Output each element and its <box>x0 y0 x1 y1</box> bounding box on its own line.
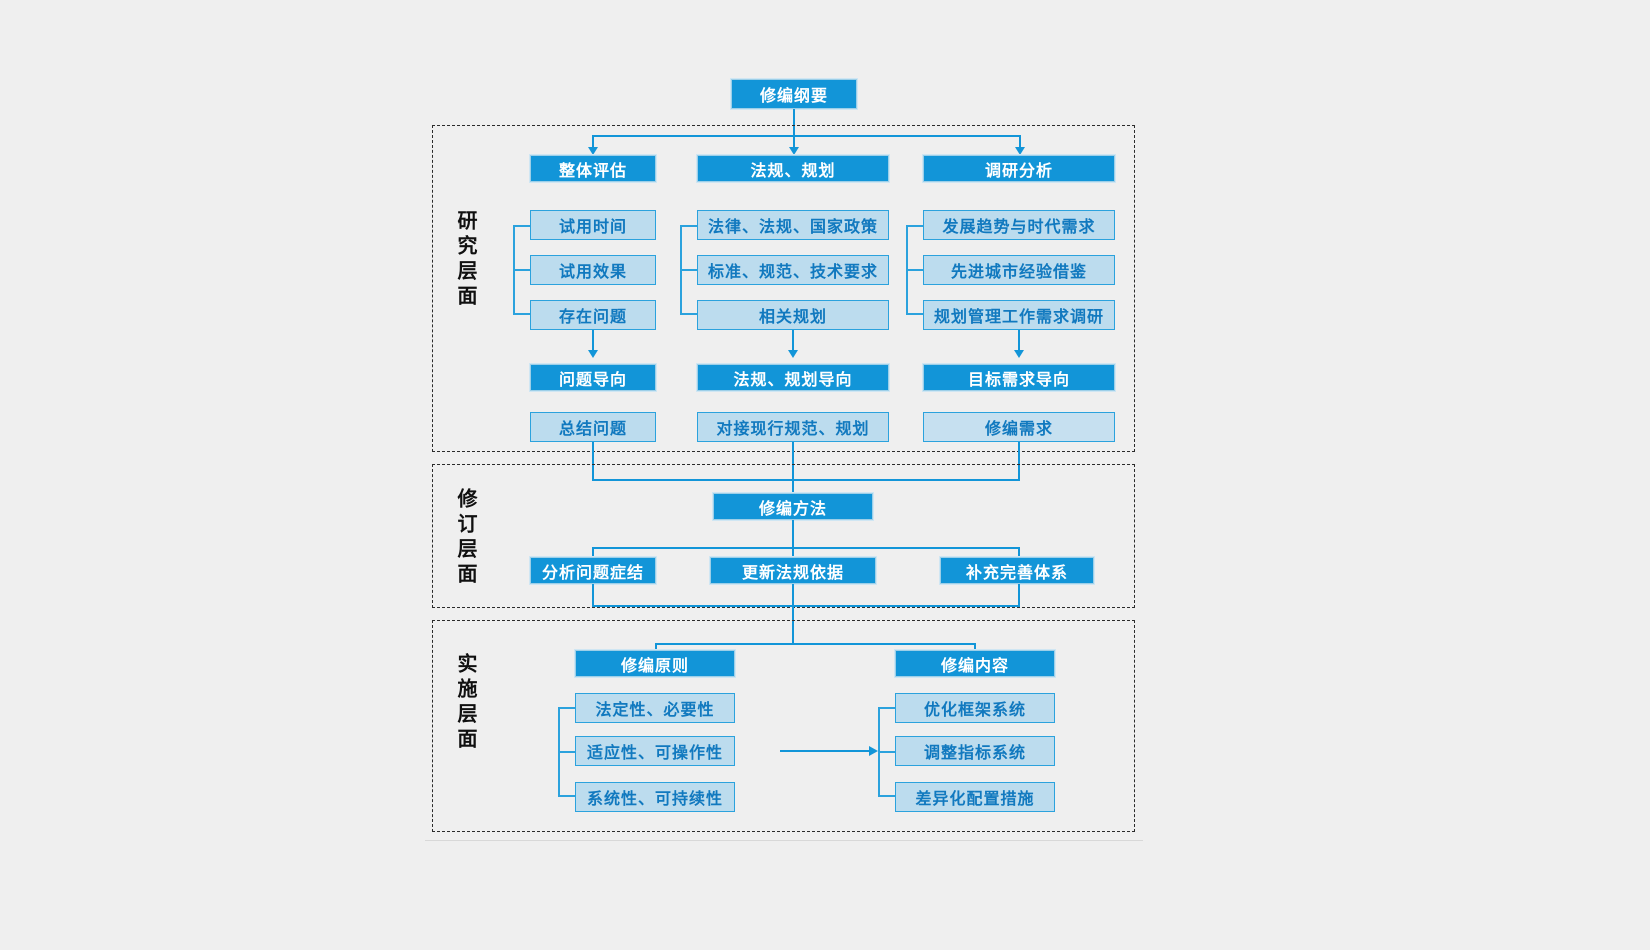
connector-root-drop-2 <box>793 135 795 149</box>
node-item-存在问题[interactable]: 存在问题 <box>530 300 656 330</box>
node-item-标准规范技术要求[interactable]: 标准、规范、技术要求 <box>697 255 889 285</box>
node-item-相关规划[interactable]: 相关规划 <box>697 300 889 330</box>
connector-rev-merge <box>592 605 1020 607</box>
connector-method-drop-1 <box>592 547 594 558</box>
connector-outcome1-down <box>592 442 594 480</box>
node-outcome-对接现行规范规划[interactable]: 对接现行规范、规划 <box>697 412 889 442</box>
panel-implementation-layer <box>432 620 1135 832</box>
node-item-法定性必要性[interactable]: 法定性、必要性 <box>575 693 735 723</box>
node-item-调整指标系统[interactable]: 调整指标系统 <box>895 736 1055 766</box>
node-item-试用效果[interactable]: 试用效果 <box>530 255 656 285</box>
node-head-法规规划[interactable]: 法规、规划 <box>697 155 889 182</box>
connector-outcomes-merge <box>592 479 1020 481</box>
arrowhead-col3-orientation <box>1014 350 1024 358</box>
connector-rev1-down <box>592 584 594 606</box>
bracket-col3 <box>906 225 924 315</box>
node-orientation-目标需求导向[interactable]: 目标需求导向 <box>923 364 1115 391</box>
arrowhead-root-2 <box>789 147 799 155</box>
node-root-修编纲要[interactable]: 修编纲要 <box>731 79 857 109</box>
node-item-优化框架系统[interactable]: 优化框架系统 <box>895 693 1055 723</box>
connector-root-stem <box>793 109 795 136</box>
node-item-规划管理工作需求调研[interactable]: 规划管理工作需求调研 <box>923 300 1115 330</box>
connector-root-drop-1 <box>592 135 594 149</box>
connector-impl-spread <box>655 643 975 645</box>
node-head-修编内容[interactable]: 修编内容 <box>895 650 1055 677</box>
arrowhead-root-3 <box>1015 147 1025 155</box>
connector-rev2-down <box>792 584 794 644</box>
bracket-col1 <box>513 225 531 315</box>
bracket-principles <box>558 707 576 797</box>
node-orientation-问题导向[interactable]: 问题导向 <box>530 364 656 391</box>
connector-outcome2-down <box>792 442 794 494</box>
connector-col3-to-orientation <box>1018 330 1020 352</box>
node-item-差异化配置措施[interactable]: 差异化配置措施 <box>895 782 1055 812</box>
panel-revision-layer <box>432 464 1135 608</box>
connector-method-drop-3 <box>1018 547 1020 558</box>
connector-principles-to-contents <box>780 750 870 752</box>
arrowhead-col2-orientation <box>788 350 798 358</box>
connector-col2-to-orientation <box>792 330 794 352</box>
connector-rev3-down <box>1018 584 1020 606</box>
node-head-整体评估[interactable]: 整体评估 <box>530 155 656 182</box>
node-item-补充完善体系[interactable]: 补充完善体系 <box>940 557 1094 584</box>
node-item-适应性可操作性[interactable]: 适应性、可操作性 <box>575 736 735 766</box>
bottom-rule <box>425 840 1143 841</box>
node-head-调研分析[interactable]: 调研分析 <box>923 155 1115 182</box>
connector-outcome3-down <box>1018 442 1020 480</box>
node-item-分析问题症结[interactable]: 分析问题症结 <box>530 557 656 584</box>
bracket-contents <box>878 707 896 797</box>
node-outcome-总结问题[interactable]: 总结问题 <box>530 412 656 442</box>
arrowhead-principles-to-contents <box>869 746 878 756</box>
node-item-更新法规依据[interactable]: 更新法规依据 <box>710 557 876 584</box>
layer-label-implementation: 实施层面 <box>454 653 476 753</box>
node-item-系统性可持续性[interactable]: 系统性、可持续性 <box>575 782 735 812</box>
connector-method-stem <box>792 520 794 548</box>
arrowhead-col1-orientation <box>588 350 598 358</box>
node-item-法律法规国家政策[interactable]: 法律、法规、国家政策 <box>697 210 889 240</box>
connector-impl-drop-left <box>655 643 657 651</box>
connector-col1-to-orientation <box>592 330 594 352</box>
connector-root-spread <box>593 135 1021 137</box>
node-outcome-修编需求[interactable]: 修编需求 <box>923 412 1115 442</box>
connector-method-spread <box>592 547 1020 549</box>
layer-label-research: 研究层面 <box>454 210 476 310</box>
layer-label-revision: 修订层面 <box>454 488 476 588</box>
panel-research-layer <box>432 125 1135 452</box>
node-item-发展趋势与时代需求[interactable]: 发展趋势与时代需求 <box>923 210 1115 240</box>
node-head-修编方法[interactable]: 修编方法 <box>713 493 873 520</box>
bracket-col2 <box>680 225 698 315</box>
node-item-先进城市经验借鉴[interactable]: 先进城市经验借鉴 <box>923 255 1115 285</box>
connector-method-drop-2 <box>792 547 794 558</box>
node-head-修编原则[interactable]: 修编原则 <box>575 650 735 677</box>
connector-root-drop-3 <box>1019 135 1021 149</box>
node-orientation-法规规划导向[interactable]: 法规、规划导向 <box>697 364 889 391</box>
node-item-试用时间[interactable]: 试用时间 <box>530 210 656 240</box>
arrowhead-root-1 <box>588 147 598 155</box>
connector-impl-drop-right <box>974 643 976 651</box>
